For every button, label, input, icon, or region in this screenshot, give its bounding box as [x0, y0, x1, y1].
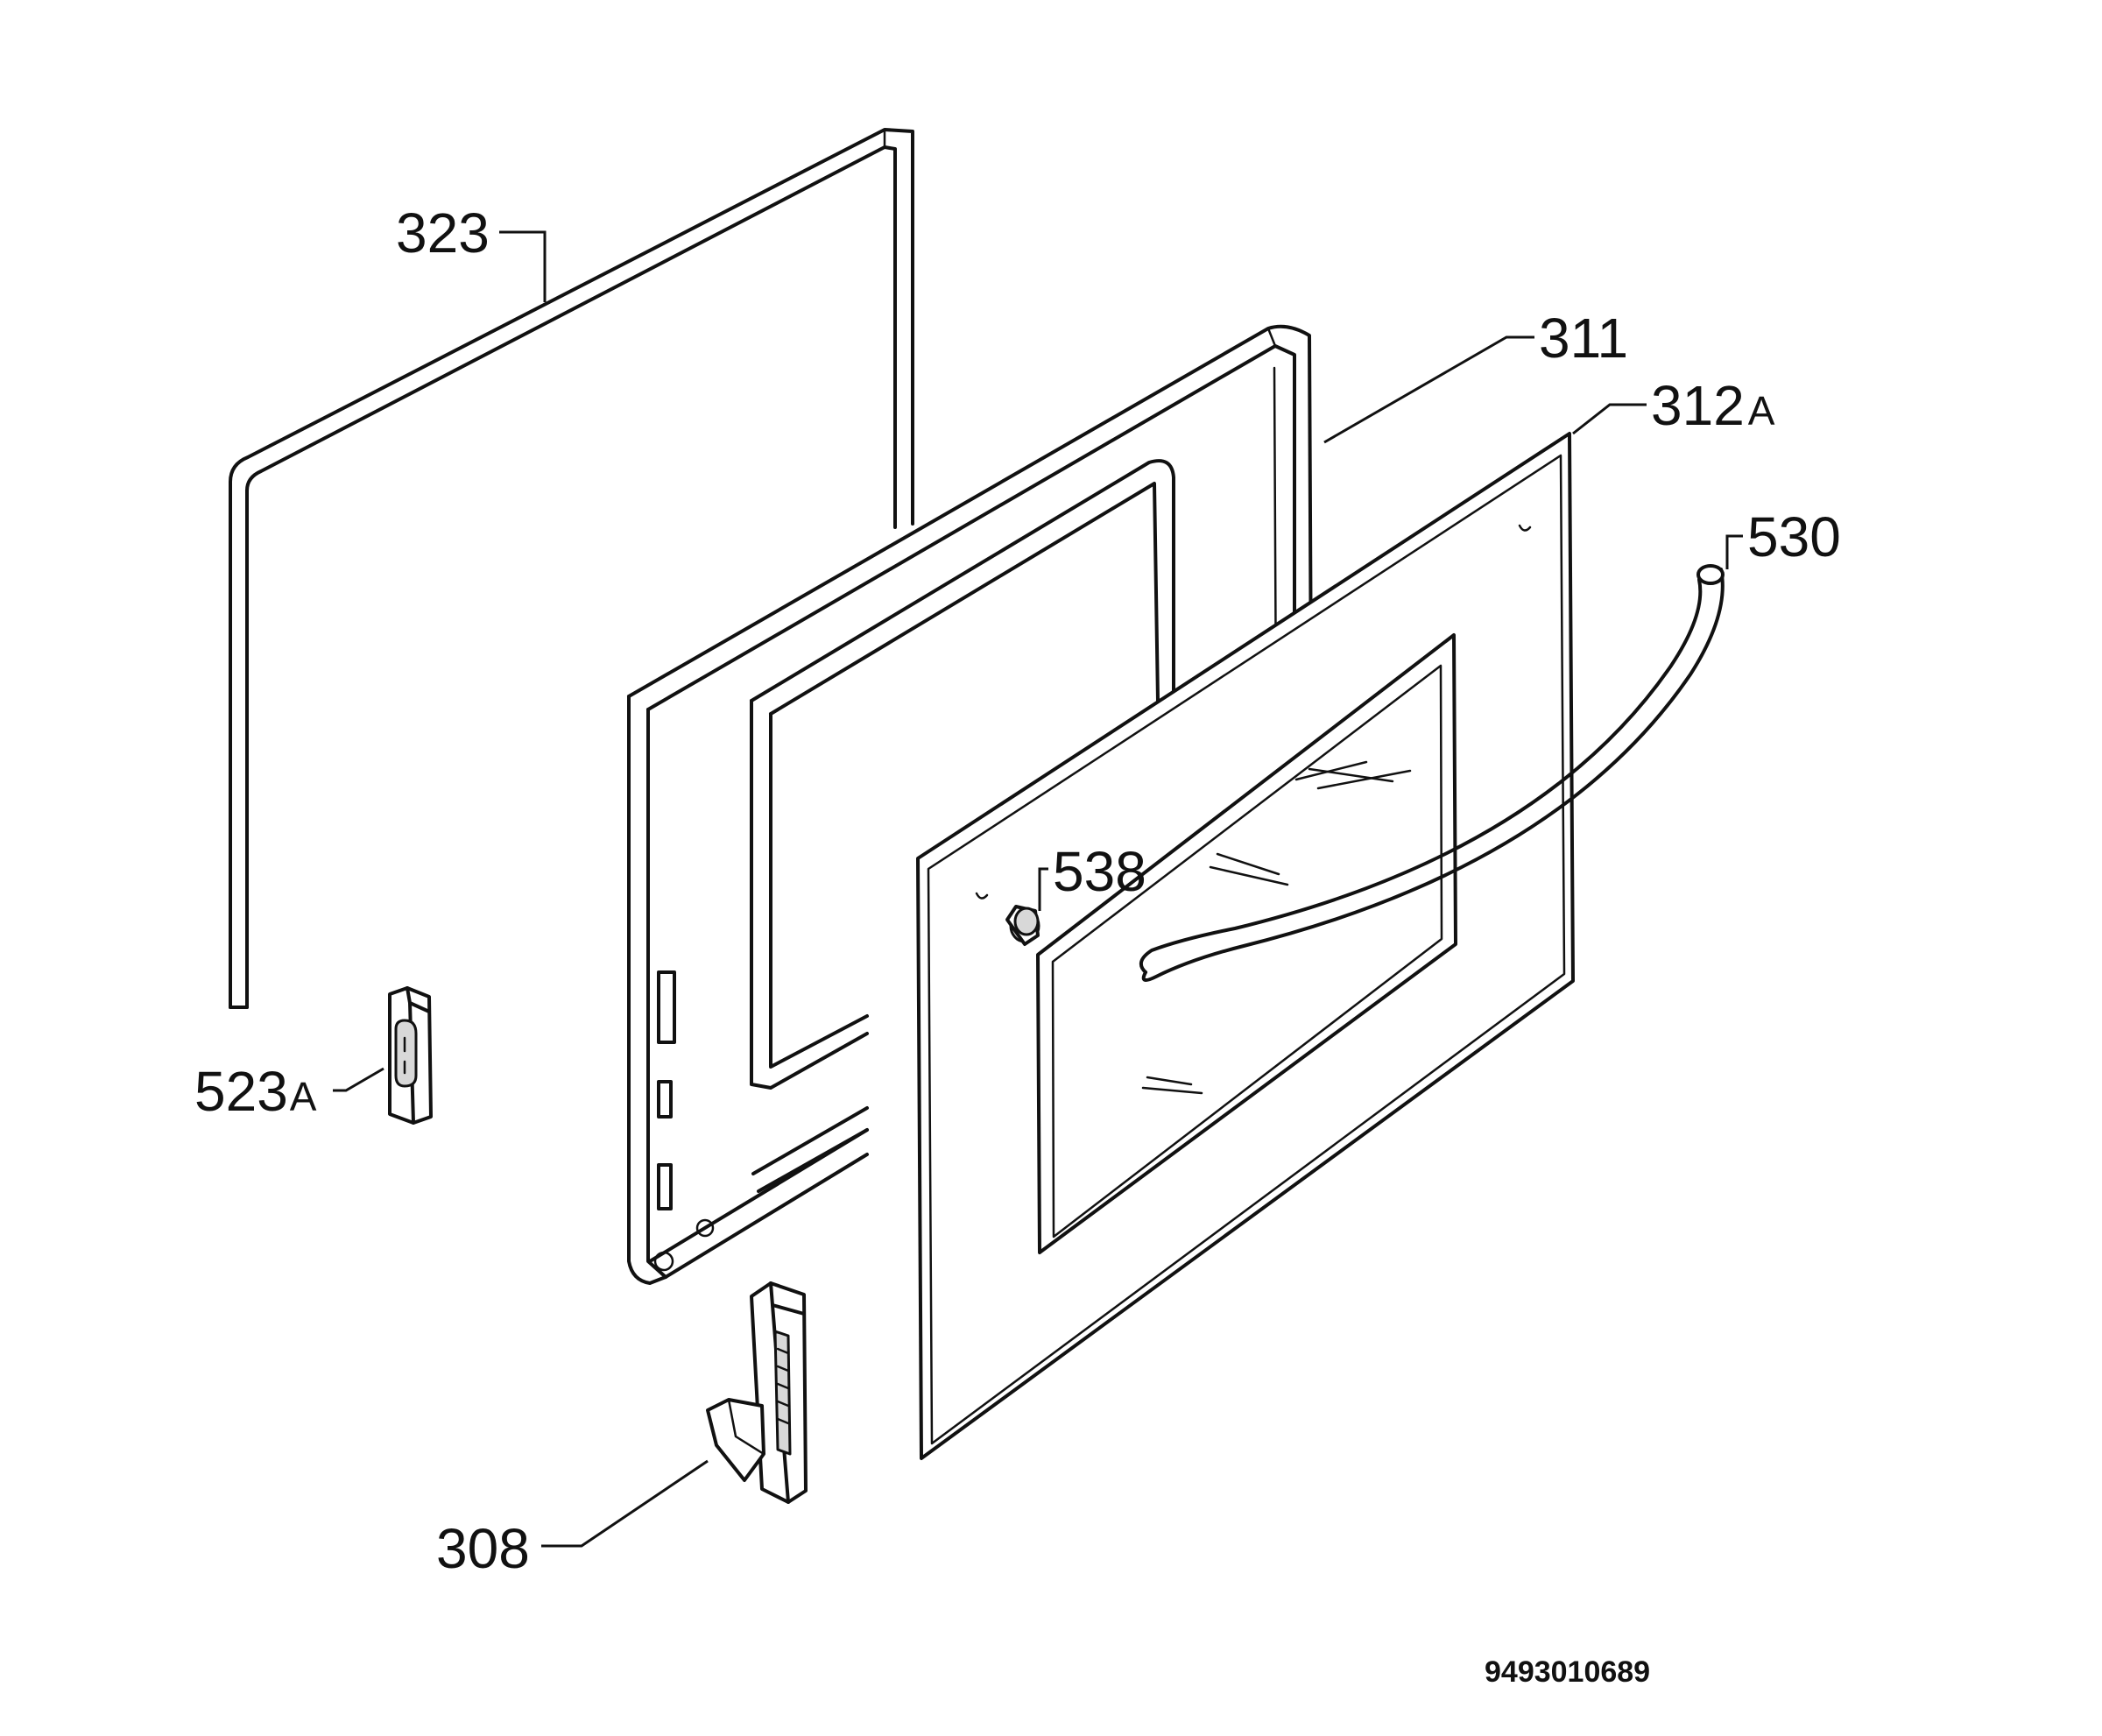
leader-323 [499, 230, 547, 302]
document-number: 9493010689 [1485, 1655, 1650, 1689]
callout-523a: 523A [194, 1060, 317, 1123]
leader-312a [1572, 403, 1647, 435]
leader-311 [1323, 335, 1534, 444]
callout-308: 308 [436, 1517, 530, 1580]
callout-523a-suffix: A [290, 1074, 317, 1119]
door-hinge-part [706, 1281, 808, 1504]
callout-523a-number: 523 [194, 1060, 288, 1123]
door-seal-part [229, 128, 914, 1009]
callout-538: 538 [1053, 840, 1146, 903]
door-handle-part [1139, 564, 1725, 982]
callout-labels: 323 311 312A 530 538 523A 308 [194, 201, 1841, 1580]
leader-308 [541, 1459, 709, 1548]
leader-538 [1038, 867, 1048, 911]
callout-323: 323 [396, 201, 490, 265]
callout-312a-suffix: A [1748, 388, 1775, 434]
callout-312a: 312A [1651, 374, 1775, 437]
door-catch-plate-part [388, 986, 433, 1125]
leader-lines [333, 230, 1743, 1548]
leader-530 [1725, 534, 1743, 569]
callout-530: 530 [1747, 505, 1841, 568]
leader-523a [333, 1067, 384, 1092]
handle-spacer-part [1005, 905, 1040, 946]
callout-311: 311 [1539, 307, 1628, 370]
door-inner-frame-part [627, 324, 1314, 1285]
callout-312a-number: 312 [1651, 374, 1745, 437]
